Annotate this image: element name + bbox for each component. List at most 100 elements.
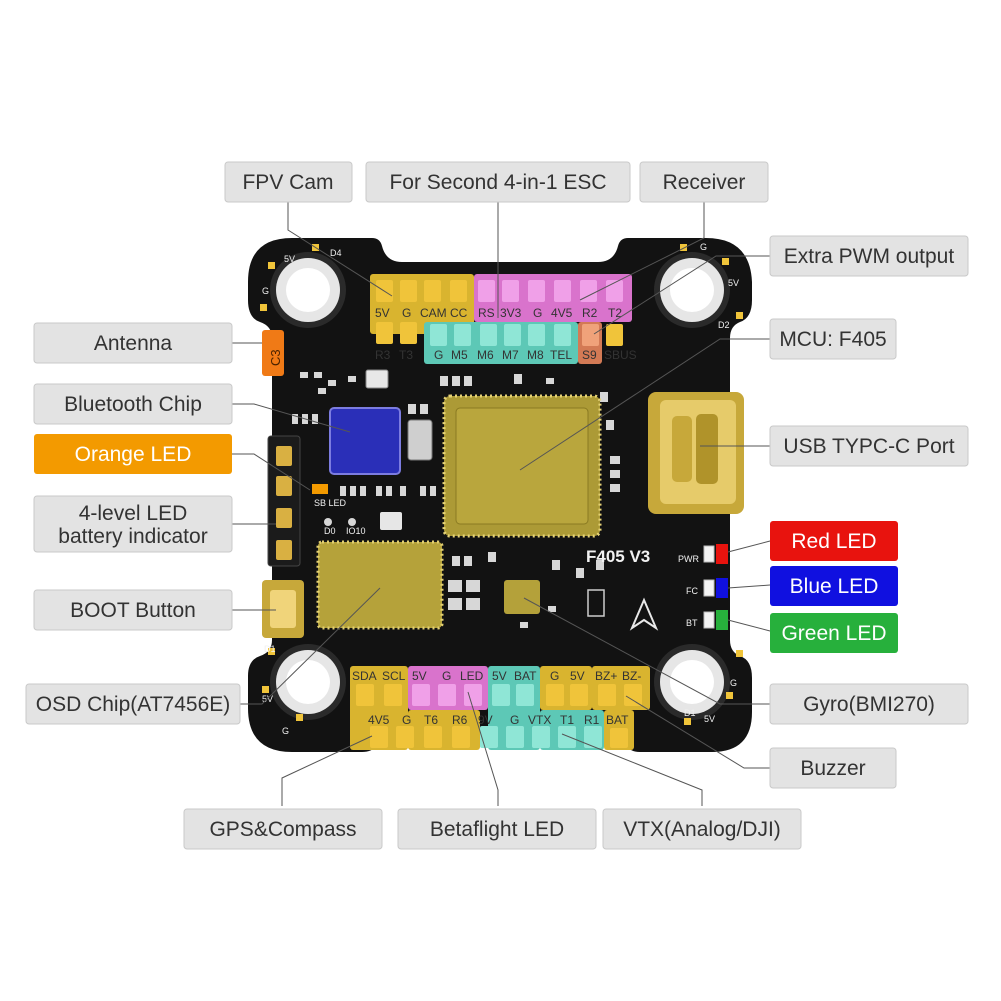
- pad-s9: S9: [582, 348, 597, 362]
- mount-hole-bl: [270, 644, 346, 720]
- smd-components-bottom: [448, 552, 604, 628]
- callout-red-led-text: Red LED: [791, 530, 876, 553]
- top-pad-labels: 5V G CAM CC RS 3V3 G 4V5 R2 T2 R3 T3 G M…: [375, 306, 637, 362]
- gyro-chip: [504, 580, 540, 614]
- callout-usb: USB TYPC-C Port: [769, 425, 969, 467]
- blue-led-part: [716, 578, 728, 598]
- pad-scl: SCL: [382, 669, 406, 683]
- pad-g-bz: G: [550, 669, 559, 683]
- silk-5v-tl: 5V: [284, 254, 295, 264]
- silk-d0: D0: [324, 526, 336, 536]
- pad-3v3: 3V3: [500, 306, 522, 320]
- pad-r2: R2: [582, 306, 598, 320]
- pad-g-vtx: G: [510, 713, 519, 727]
- arrow-logo: [629, 597, 659, 631]
- callout-red-led: Red LED: [770, 521, 898, 561]
- lead-bluetooth: [232, 403, 351, 433]
- callout-extra-pwm-text: Extra PWM output: [784, 245, 955, 268]
- silk-g-tl: G: [262, 286, 269, 296]
- smd-components-mid: [324, 486, 436, 530]
- silk-sb-led: SB LED: [314, 498, 347, 508]
- callout-receiver: Receiver: [639, 161, 769, 203]
- lead-pwm: [593, 255, 770, 335]
- pad-g-m: G: [434, 348, 443, 362]
- callout-blue-led-text: Blue LED: [790, 575, 879, 598]
- small-button-part: [365, 369, 389, 389]
- silk-bt: BT: [686, 618, 698, 628]
- bluetooth-chip: [329, 407, 401, 475]
- pad-t2: T2: [608, 306, 622, 320]
- pad-bat-bottom: BAT: [606, 713, 629, 727]
- callout-gyro: Gyro(BMI270): [769, 683, 969, 725]
- pad-5v-top: 5V: [375, 306, 390, 320]
- callout-battery-indicator-line2: battery indicator: [58, 525, 207, 548]
- pad-sda: SDA: [352, 669, 377, 683]
- callout-betaflight-led-text: Betaflight LED: [430, 818, 564, 841]
- pad-bz-plus: BZ+: [595, 669, 617, 683]
- bottom-pad-strip: [350, 666, 650, 750]
- battery-led-column: [267, 435, 301, 567]
- top-pad-strip: [370, 274, 632, 364]
- pad-m5: M5: [451, 348, 468, 362]
- silk-g-tr: G: [700, 242, 707, 252]
- flight-controller-board: D4 5V G D2 5V G D1 5V G D1 5V G: [248, 238, 752, 752]
- pad-t1: T1: [560, 713, 574, 727]
- pad-g-gps: G: [402, 713, 411, 727]
- lead-green: [727, 619, 771, 632]
- pad-cc: CC: [450, 306, 468, 320]
- lead-gyro: [523, 597, 770, 705]
- callout-orange-led: Orange LED: [34, 434, 232, 474]
- pad-cam: CAM: [420, 306, 447, 320]
- pad-led: LED: [460, 669, 484, 683]
- callout-bluetooth: Bluetooth Chip: [33, 383, 233, 425]
- silk-d1-br: D1: [684, 708, 696, 718]
- callout-buzzer-text: Buzzer: [800, 757, 865, 780]
- pad-bz-minus: BZ-: [622, 669, 641, 683]
- pad-5v-bz: 5V: [570, 669, 585, 683]
- orange-led-part: [312, 484, 328, 494]
- silk-d1-bl: D1: [264, 644, 276, 654]
- green-led-part: [716, 610, 728, 630]
- callout-battery-indicator: 4-level LED battery indicator: [33, 495, 233, 553]
- bottom-pad-labels: SDA SCL 5V G LED 5V BAT G 5V BZ+ BZ- 4V5…: [352, 669, 641, 727]
- pad-t3: T3: [399, 348, 413, 362]
- pad-r1: R1: [584, 713, 600, 727]
- silk-io10: IO10: [346, 526, 366, 536]
- pad-t6: T6: [424, 713, 438, 727]
- pad-m7: M7: [502, 348, 519, 362]
- callout-second-esc-text: For Second 4-in-1 ESC: [389, 171, 606, 194]
- callout-boot: BOOT Button: [33, 589, 233, 631]
- board-model: F405 V3: [586, 547, 650, 566]
- lead-fpv: [287, 202, 393, 297]
- fc-led-part: [703, 579, 715, 597]
- pad-vtx: VTX: [528, 713, 551, 727]
- callout-buzzer: Buzzer: [769, 747, 897, 789]
- red-led-part: [716, 544, 728, 564]
- lead-betaflight: [467, 691, 499, 806]
- callout-gps-text: GPS&Compass: [209, 818, 356, 841]
- smd-components-top: [292, 372, 620, 492]
- callout-orange-led-text: Orange LED: [75, 443, 192, 466]
- silk-fc: FC: [686, 586, 698, 596]
- silk-g-bl: G: [282, 726, 289, 736]
- pad-g-led: G: [442, 669, 451, 683]
- callout-second-esc: For Second 4-in-1 ESC: [365, 161, 631, 203]
- callout-boot-text: BOOT Button: [70, 599, 196, 622]
- pad-5v-vtx: 5V: [492, 669, 507, 683]
- pad-5v-led: 5V: [412, 669, 427, 683]
- callout-osd: OSD Chip(AT7456E): [25, 683, 241, 725]
- lead-orange: [232, 453, 311, 491]
- mcu-chip: [442, 394, 602, 538]
- silk-pwr: PWR: [678, 554, 699, 564]
- antenna-silk: C3: [268, 349, 283, 366]
- callout-extra-pwm: Extra PWM output: [769, 235, 969, 277]
- callout-osd-text: OSD Chip(AT7456E): [36, 693, 231, 716]
- silk-5v-tr: 5V: [728, 278, 739, 288]
- lead-mcu: [519, 338, 770, 471]
- lead-receiver: [579, 202, 705, 301]
- buzzer-pads: [587, 589, 605, 617]
- usb-c-port: [648, 392, 744, 514]
- callout-antenna-text: Antenna: [94, 332, 173, 355]
- callout-green-led-text: Green LED: [781, 622, 886, 645]
